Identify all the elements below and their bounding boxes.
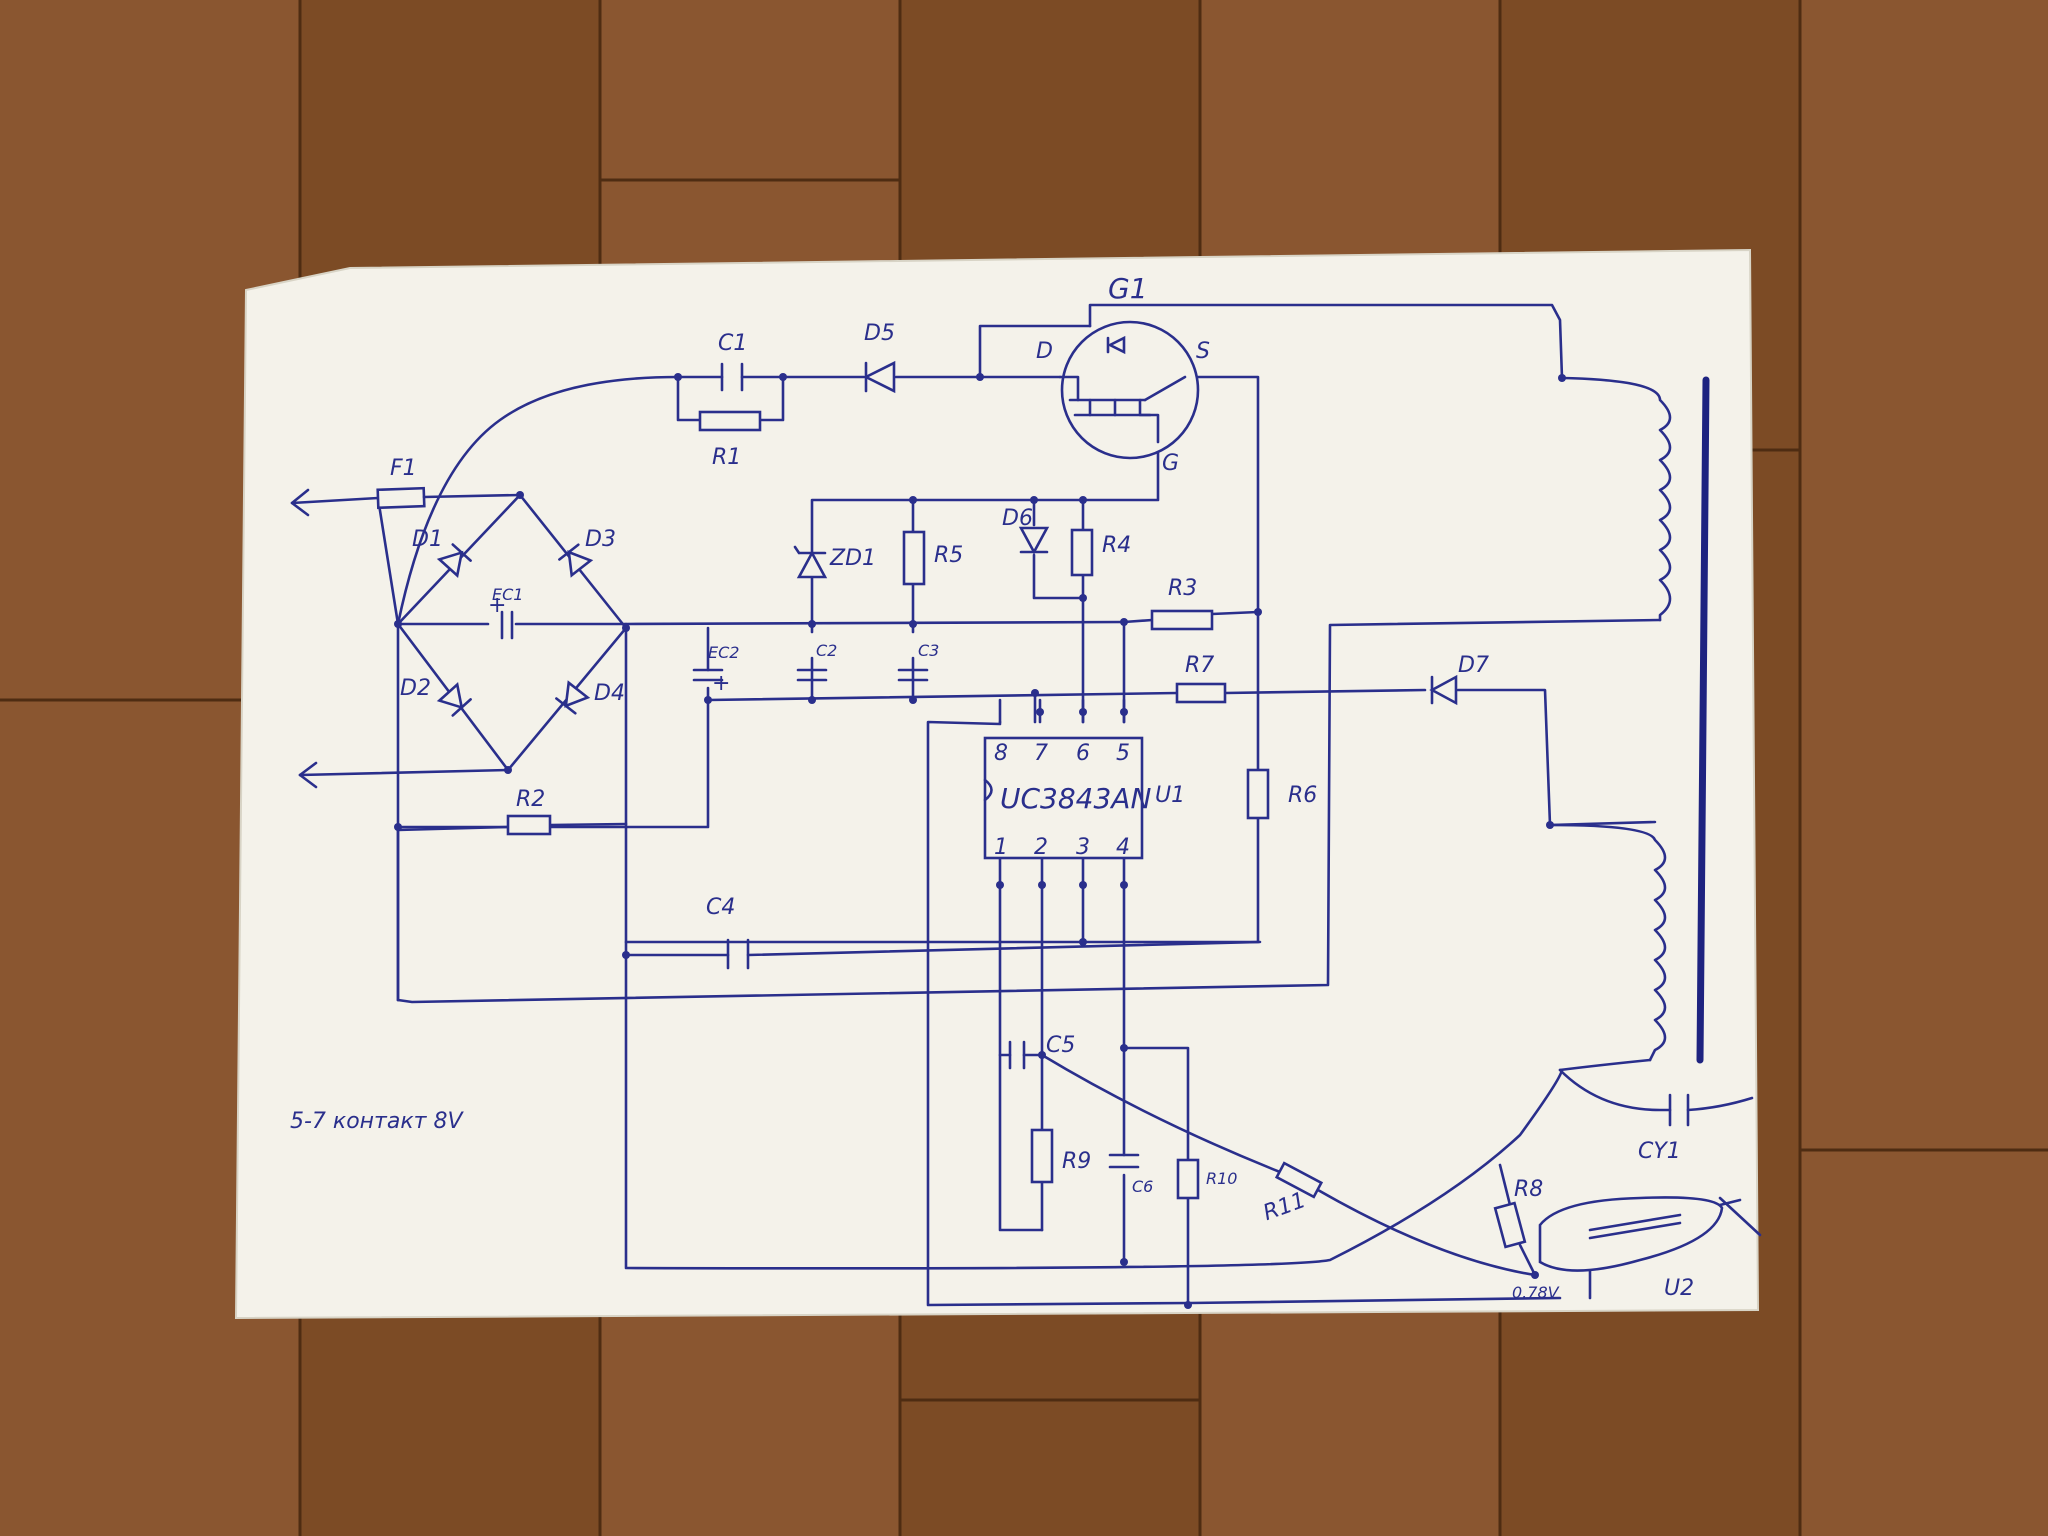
svg-text:G1: G1	[1108, 272, 1148, 305]
resistor-r5: R5	[902, 530, 963, 586]
optocoupler-u2: U2 0.78V	[1512, 1196, 1724, 1302]
svg-text:C6: C6	[1132, 1177, 1153, 1196]
capacitor-c3: C3	[897, 641, 939, 682]
capacitor-c2: C2	[796, 641, 837, 682]
capacitor-c6: C6	[1108, 1153, 1153, 1196]
resistor-r8: R8	[1493, 1177, 1543, 1249]
ic-u1: UC3843AN U1 8 7 6 5 1 2 3 4	[983, 736, 1185, 860]
svg-text:2: 2	[1034, 835, 1048, 860]
junction-dots	[394, 373, 1566, 1309]
svg-text:D6: D6	[1002, 506, 1033, 531]
svg-text:8: 8	[994, 741, 1008, 766]
svg-text:0.78V: 0.78V	[1512, 1283, 1560, 1302]
svg-text:R9: R9	[1062, 1149, 1091, 1174]
zener-zd1	[793, 545, 828, 579]
svg-text:S: S	[1196, 339, 1210, 364]
fuse-f1: F1	[376, 456, 522, 510]
capacitor-ec2: EC2 +	[692, 643, 739, 696]
svg-text:U1: U1	[1155, 783, 1185, 808]
resistor-r6: R6	[1246, 768, 1317, 820]
svg-text:R6: R6	[1288, 783, 1317, 808]
svg-text:D1: D1	[412, 527, 443, 552]
resistor-r7: R7	[1175, 653, 1227, 704]
diode-d3	[558, 543, 594, 578]
svg-text:U2: U2	[1664, 1276, 1694, 1301]
svg-text:C4: C4	[706, 895, 735, 920]
svg-text:D7: D7	[1458, 653, 1489, 678]
svg-text:CY1: CY1	[1638, 1139, 1681, 1164]
bridge-rectifier: D1 D3 D2 D4 EC1 +	[396, 493, 628, 772]
wires	[298, 303, 1762, 1307]
svg-text:R7: R7	[1185, 653, 1214, 678]
svg-text:C2: C2	[816, 641, 837, 660]
note-text: 5-7 контакт 8V	[290, 1109, 464, 1134]
svg-text:F1: F1	[390, 456, 417, 481]
svg-text:R4: R4	[1102, 533, 1131, 558]
svg-text:D2: D2	[400, 676, 431, 701]
svg-text:G: G	[1162, 451, 1179, 476]
svg-text:C3: C3	[918, 641, 939, 660]
svg-text:R1: R1	[712, 445, 741, 470]
resistor-r10: R10	[1176, 1158, 1237, 1200]
svg-text:D3: D3	[585, 527, 616, 552]
capacitor-cy1: CY1	[1638, 1093, 1690, 1164]
svg-text:R3: R3	[1168, 576, 1197, 601]
resistor-r3: R3	[1150, 576, 1214, 631]
svg-text:5: 5	[1116, 741, 1130, 766]
svg-text:R10: R10	[1206, 1169, 1237, 1188]
svg-text:6: 6	[1076, 741, 1090, 766]
svg-text:EC1: EC1	[492, 585, 523, 604]
svg-text:R2: R2	[516, 787, 545, 812]
mosfet-g1: G1 D S G	[1036, 272, 1210, 476]
diode-d2	[436, 682, 472, 717]
resistor-r2: R2	[506, 787, 552, 836]
svg-text:ZD1: ZD1	[829, 546, 876, 571]
svg-text:+: +	[712, 671, 730, 696]
svg-text:D: D	[1036, 339, 1053, 364]
capacitor-c5: C5	[1008, 1033, 1075, 1070]
diode-d7	[1429, 674, 1458, 706]
ac-input-arrows	[290, 488, 400, 789]
svg-text:+: +	[488, 593, 506, 618]
diode-d4	[555, 680, 591, 715]
svg-text:C5: C5	[1046, 1033, 1075, 1058]
svg-text:3: 3	[1076, 835, 1090, 860]
svg-text:4: 4	[1116, 835, 1130, 860]
svg-text:R5: R5	[934, 543, 963, 568]
diode-d6	[1018, 526, 1050, 555]
transformer	[1548, 376, 1710, 1064]
svg-text:D5: D5	[864, 321, 895, 346]
diode-d5	[863, 360, 896, 394]
svg-text:R8: R8	[1514, 1177, 1543, 1202]
capacitor-c4: C4	[706, 895, 750, 970]
svg-text:1: 1	[994, 835, 1008, 860]
svg-text:EC2: EC2	[708, 643, 739, 662]
capacitor-c1: C1	[718, 331, 747, 392]
resistor-r4: R4	[1070, 528, 1131, 577]
resistor-r1: R1	[698, 410, 762, 470]
diode-d1	[436, 543, 472, 578]
resistor-r9: R9	[1030, 1128, 1091, 1184]
svg-text:C1: C1	[718, 331, 747, 356]
svg-text:UC3843AN: UC3843AN	[1000, 782, 1151, 815]
svg-text:7: 7	[1034, 741, 1048, 766]
svg-text:D4: D4	[594, 681, 625, 706]
